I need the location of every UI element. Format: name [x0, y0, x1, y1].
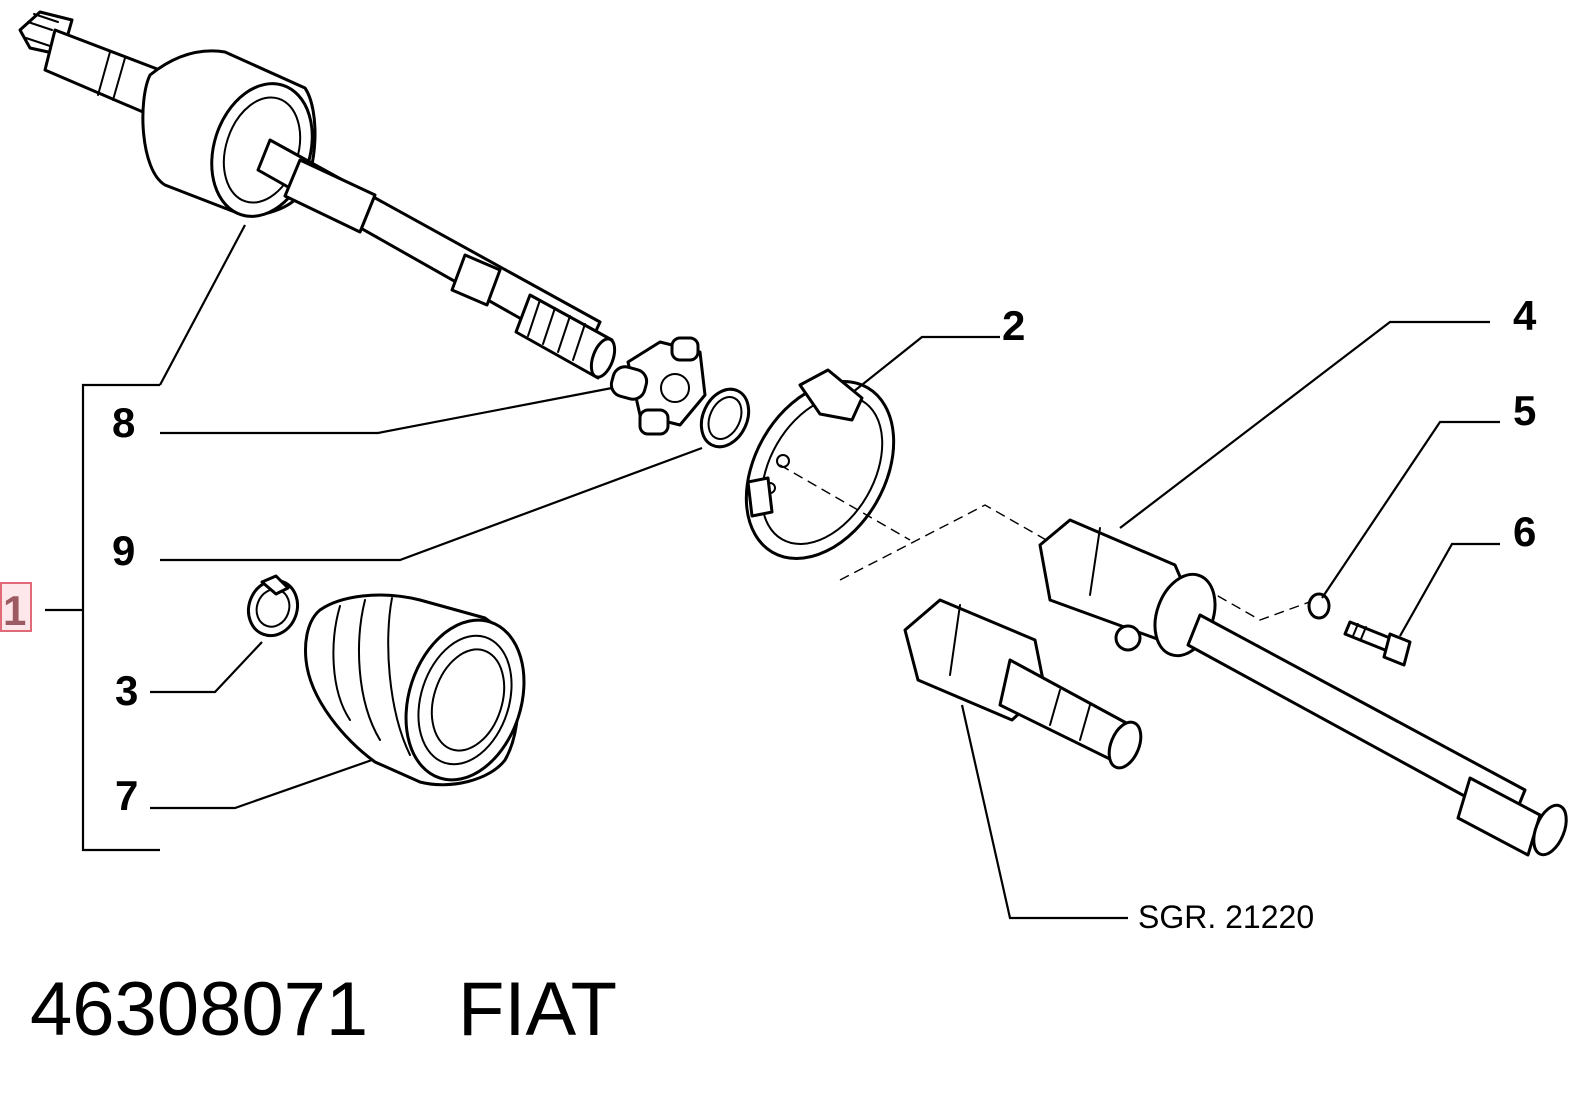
bolt: [1343, 620, 1412, 667]
leader-lines: [45, 224, 1500, 920]
assembly-guides: [779, 464, 1316, 621]
callout-8[interactable]: 8: [112, 399, 135, 446]
part-number: 46308071: [30, 967, 368, 1052]
callout-1-highlight: [0, 582, 32, 632]
circlip: [699, 387, 751, 449]
tripod-spider: [609, 336, 707, 436]
nut: [1307, 592, 1331, 620]
drive-shaft-right: [1038, 518, 1568, 857]
large-clamp: [744, 368, 896, 560]
inner-joint-housing: [903, 598, 1143, 770]
callout-5[interactable]: 5: [1513, 387, 1536, 434]
callout-7[interactable]: 7: [115, 772, 138, 819]
brand-name: FIAT: [458, 967, 617, 1052]
drive-shaft-left: [18, 10, 617, 380]
caption: 46308071 FIAT: [30, 967, 617, 1052]
callout-1[interactable]: 1: [3, 587, 26, 634]
boot: [304, 593, 526, 787]
callout-4[interactable]: 4: [1513, 292, 1537, 339]
callout-6[interactable]: 6: [1513, 508, 1536, 555]
callout-2[interactable]: 2: [1002, 302, 1025, 349]
callout-9[interactable]: 9: [112, 527, 135, 574]
small-clamp: [246, 574, 300, 638]
callout-labels: 1 2 3 4 5 6 7 8 9 SGR. 21220: [0, 292, 1537, 935]
callout-3[interactable]: 3: [115, 667, 138, 714]
subgroup-reference: SGR. 21220: [1138, 899, 1314, 935]
